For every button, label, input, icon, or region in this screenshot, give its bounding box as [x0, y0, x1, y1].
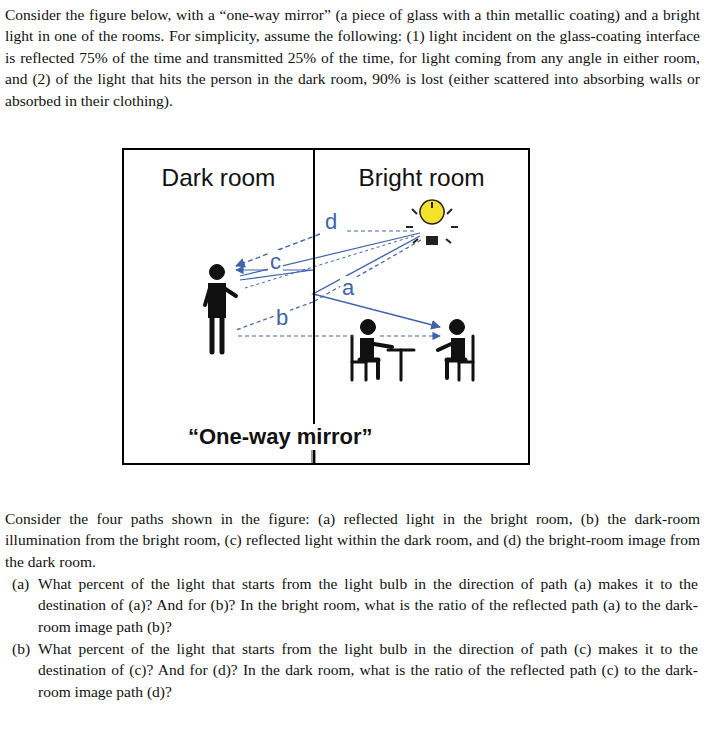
item-marker: (b): [12, 638, 30, 659]
path-label: b: [274, 306, 290, 330]
path-label: a: [340, 276, 356, 300]
problem-text: Consider the figure below, with a “one-w…: [5, 4, 700, 111]
path-label: d: [323, 210, 339, 234]
figure-caption: “One-way mirror”: [186, 424, 375, 450]
room-title: Bright room: [315, 150, 528, 192]
question-text: What percent of the light that starts fr…: [38, 638, 698, 702]
path-label: c: [268, 250, 283, 274]
question-text: What percent of the light that starts fr…: [38, 573, 698, 637]
room-region: Bright room: [313, 148, 530, 465]
item-marker: (a): [12, 573, 29, 594]
room-title: Dark room: [124, 150, 313, 192]
problem-text: Consider the four paths shown in the fig…: [5, 508, 700, 572]
